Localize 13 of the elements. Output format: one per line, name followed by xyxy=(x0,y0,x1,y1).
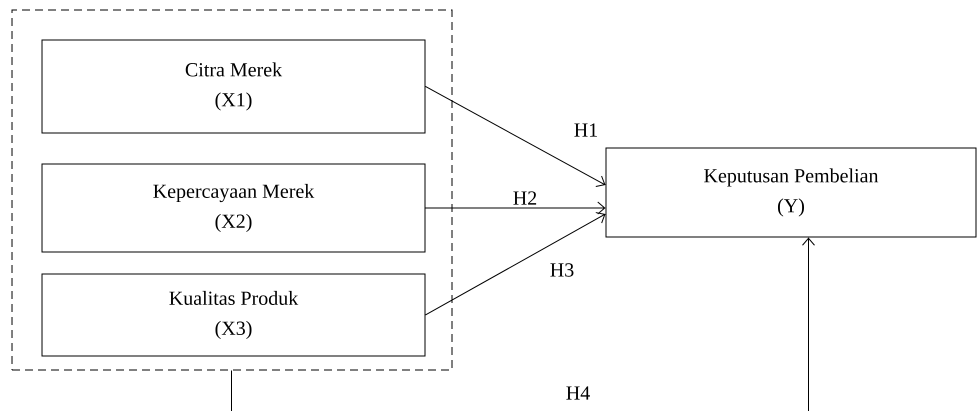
edge-label: H4 xyxy=(564,385,592,401)
edge-label: H2 xyxy=(512,190,538,206)
arrow xyxy=(231,237,815,411)
arrow xyxy=(425,86,606,188)
variable-box: Citra Merek (X1) xyxy=(42,40,426,134)
variable-box: Kualitas Produk (X3) xyxy=(42,273,426,356)
group-box xyxy=(12,10,452,370)
arrow xyxy=(425,212,606,316)
edge-label: H1 xyxy=(572,122,600,138)
edge-label: H3 xyxy=(548,262,576,278)
arrow xyxy=(425,201,606,214)
variable-box: Keputusan Pembelian (Y) xyxy=(606,147,976,238)
variable-box: Kepercayaan Merek (X2) xyxy=(42,163,426,252)
